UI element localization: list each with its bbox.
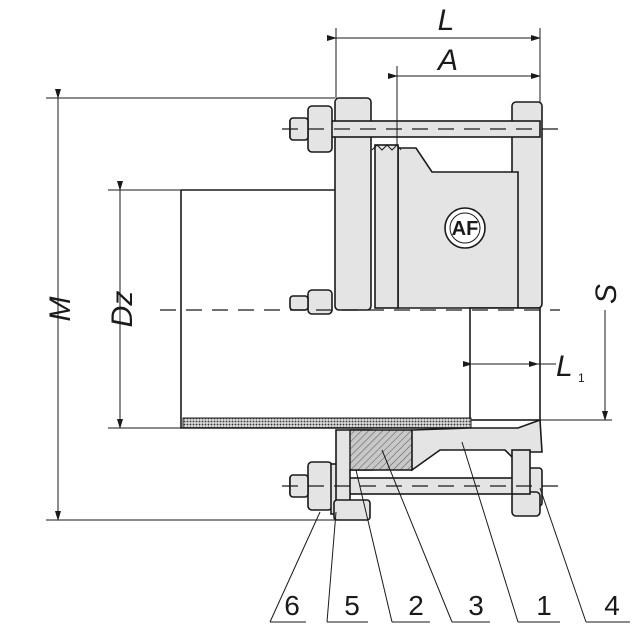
part-leaders bbox=[269, 441, 630, 623]
mid-bolt-head bbox=[289, 295, 309, 311]
pipe-lower bbox=[180, 310, 471, 429]
dim-Dz: Dz bbox=[106, 181, 181, 429]
dim-S-label: S bbox=[590, 284, 623, 304]
right-flange-foot bbox=[511, 491, 541, 517]
dim-L1-subscript: 1 bbox=[578, 371, 585, 385]
dim-Dz-label: Dz bbox=[106, 291, 139, 328]
logo-ring-inner bbox=[449, 212, 481, 244]
part-number: 5 bbox=[344, 590, 360, 621]
clamp-ring-foot bbox=[333, 499, 371, 521]
dim-S: S bbox=[540, 284, 623, 421]
dim-L1-label: L bbox=[556, 350, 573, 383]
pipe-upper bbox=[180, 189, 335, 310]
part-number: 3 bbox=[468, 590, 484, 621]
logo-text: AF bbox=[452, 218, 479, 240]
part-number: 2 bbox=[408, 590, 424, 621]
dim-L-label: L bbox=[438, 4, 455, 37]
part-number: 6 bbox=[284, 590, 300, 621]
manufacturer-logo: AF bbox=[444, 207, 486, 249]
dim-L: L bbox=[327, 4, 541, 102]
dim-L1: L 1 bbox=[463, 350, 585, 385]
pipe-wall-section bbox=[182, 417, 472, 429]
dim-A-label: A bbox=[436, 44, 458, 77]
upper-assembly bbox=[180, 97, 543, 421]
inner-sleeve bbox=[374, 144, 399, 309]
part-number: 1 bbox=[536, 590, 552, 621]
part-numbers: 6 5 2 3 1 4 bbox=[284, 590, 620, 621]
part-number: 4 bbox=[604, 590, 620, 621]
dim-M: M bbox=[44, 89, 335, 521]
right-flange-lower bbox=[511, 449, 531, 495]
dim-A: A bbox=[388, 44, 541, 146]
dim-M-label: M bbox=[44, 297, 77, 322]
logo-ring bbox=[444, 207, 486, 249]
